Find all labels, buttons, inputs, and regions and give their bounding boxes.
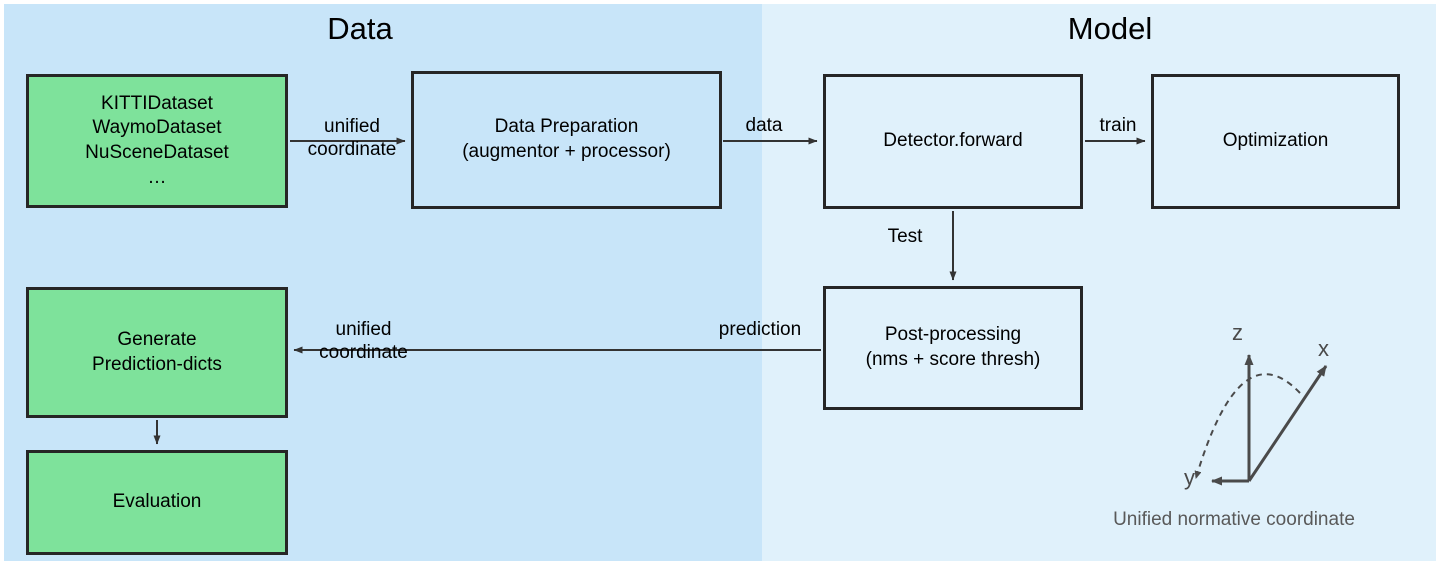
- node-datasets[interactable]: KITTIDataset WaymoDataset NuSceneDataset…: [26, 74, 288, 208]
- node-optimization[interactable]: Optimization: [1151, 74, 1400, 209]
- panel-title-data: Data: [327, 11, 393, 46]
- node-data-preparation[interactable]: Data Preparation (augmentor + processor): [411, 71, 722, 209]
- edge-label-unified-coordinate-bottom: unified coordinate: [319, 319, 408, 364]
- coordinate-figure-caption: Unified normative coordinate: [1113, 509, 1355, 530]
- axis-label-z: z: [1232, 320, 1243, 345]
- edge-label-unified-coordinate-top: unified coordinate: [307, 116, 397, 161]
- node-post-processing[interactable]: Post-processing (nms + score thresh): [823, 286, 1083, 410]
- node-evaluation[interactable]: Evaluation: [26, 450, 288, 555]
- node-generate-prediction-dicts[interactable]: Generate Prediction-dicts: [26, 287, 288, 418]
- axis-label-x: x: [1318, 336, 1329, 361]
- axis-label-y: y: [1184, 465, 1195, 490]
- edge-label-data: data: [745, 115, 783, 136]
- edge-label-test: Test: [887, 226, 923, 247]
- edge-label-train: train: [1099, 115, 1137, 136]
- edge-label-prediction: prediction: [718, 319, 802, 340]
- node-detector-forward[interactable]: Detector.forward: [823, 74, 1083, 209]
- panel-title-model: Model: [1067, 11, 1153, 46]
